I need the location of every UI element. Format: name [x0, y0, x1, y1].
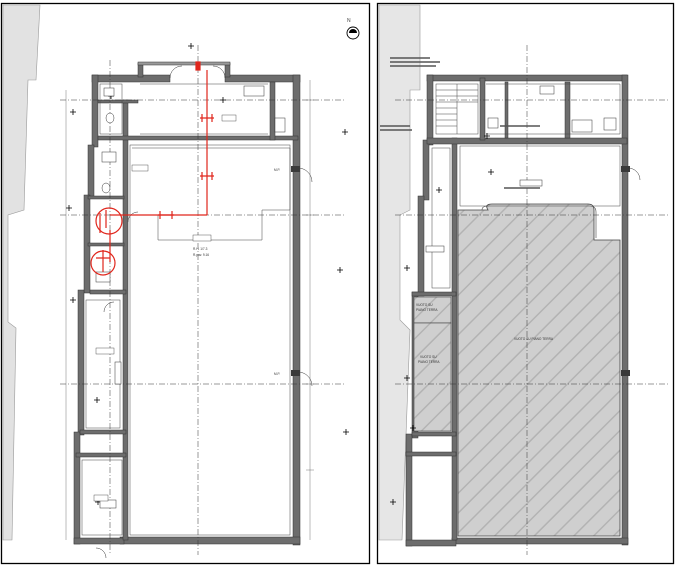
dashed-axes-right — [395, 45, 668, 555]
void-label-small-lower-2: PIANO TERRA — [418, 360, 440, 364]
north-label: N — [347, 18, 351, 24]
side-label-upper: M.P. — [274, 168, 280, 172]
void-large-outline — [481, 205, 597, 238]
dashed-axes — [60, 45, 345, 555]
level-markers — [66, 43, 349, 505]
void-label-large: VUOTO SU PIANO TERRA — [514, 337, 554, 341]
inner-room-lines — [81, 83, 291, 536]
plumbing-overlay — [90, 61, 214, 276]
void-label-small-upper: VUOTO SU — [416, 303, 433, 307]
void-large-area — [457, 203, 621, 537]
door-swing-right — [627, 167, 641, 181]
void-label-small-lower: VUOTO SU — [420, 355, 437, 359]
void-small-lower — [413, 322, 452, 432]
right-sheet: VUOTO SU PIANO TERRA VUOTO SU PIANO TERR… — [378, 4, 668, 555]
north-arrow: N — [346, 18, 360, 40]
side-opening-right-upper — [621, 166, 630, 172]
staircase — [435, 83, 479, 135]
upper-fixtures — [425, 85, 617, 253]
sanitary-fixtures — [95, 85, 286, 509]
side-opening-right-lower — [621, 370, 630, 376]
void-label-small-upper-2: PIANO TERRA — [416, 308, 438, 312]
building-walls — [73, 61, 301, 546]
room-label-floor: R.pav. 9.16 — [193, 253, 209, 257]
side-opening-upper — [291, 166, 300, 172]
left-sheet-frame — [0, 2, 371, 565]
level-markers-right — [390, 133, 494, 505]
side-label-lower: M.P. — [274, 372, 280, 376]
annotation-lines — [380, 57, 540, 189]
room-tags — [93, 114, 237, 502]
side-opening-lower — [291, 370, 300, 376]
dimension-lines — [65, 80, 314, 540]
room-label-area: R.H. 1/7.3 — [193, 247, 208, 251]
neighbour-building — [2, 4, 41, 541]
void-small-upper — [413, 296, 452, 324]
left-sheet: N — [2, 4, 360, 559]
